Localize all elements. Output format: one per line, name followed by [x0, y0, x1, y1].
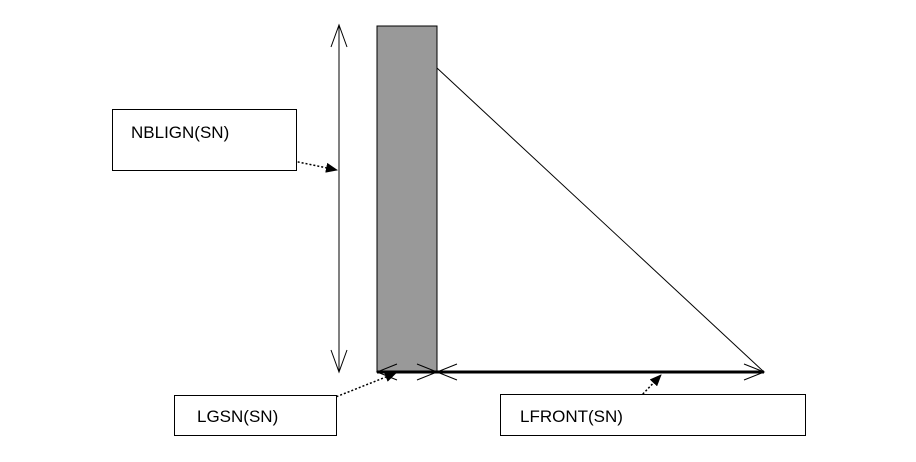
lgsn-label: LGSN(SN)	[197, 407, 279, 426]
lfront-dimension-arrow	[435, 363, 766, 381]
nblign-label: NBLIGN(SN)	[131, 123, 230, 142]
lgsn-label-box: LGSN(SN)	[174, 395, 337, 436]
wall-rectangle	[376, 25, 438, 373]
lfront-pointer	[639, 374, 662, 398]
height-dimension-arrow	[330, 23, 348, 374]
lfront-label: LFRONT(SN)	[520, 407, 623, 426]
nblign-label-box: NBLIGN(SN)	[112, 109, 297, 171]
lfront-label-box: LFRONT(SN)	[500, 394, 806, 436]
slope-line	[436, 67, 765, 373]
